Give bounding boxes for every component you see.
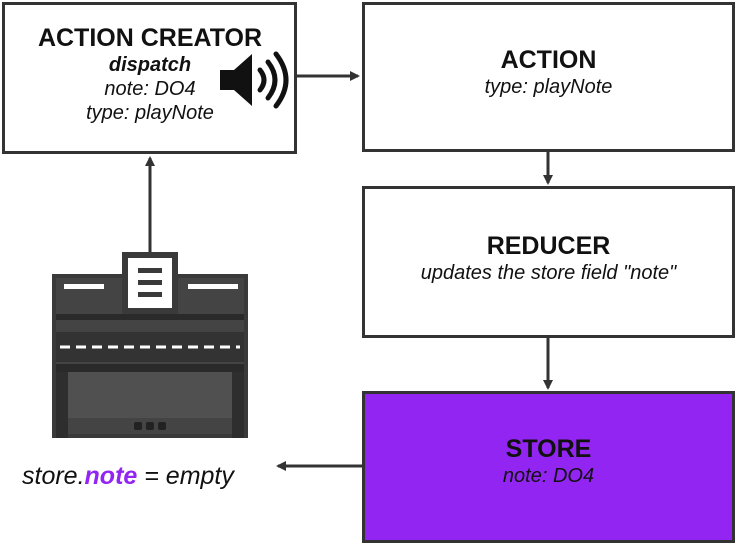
reducer-box: REDUCER updates the store field "note" [362,186,735,338]
action-creator-title: ACTION CREATOR [37,24,263,52]
store-title: STORE [505,435,592,463]
readout-suffix: = empty [137,462,234,490]
reducer-title: REDUCER [486,232,611,260]
action-creator-box: ACTION CREATOR dispatch note: DO4 type: … [2,2,297,154]
action-creator-note: note: DO4 [104,78,196,100]
store-note: note: DO4 [502,465,595,487]
store-note-readout: store.note = empty [22,462,234,491]
action-title: ACTION [500,46,597,74]
readout-prefix: store. [22,462,85,490]
action-creator-type: type: playNote [86,102,214,124]
speaker-icon [220,51,289,109]
readout-field: note [84,462,138,490]
action-box: ACTION type: playNote [362,2,735,152]
reducer-description: updates the store field "note" [420,262,677,284]
action-creator-dispatch: dispatch [108,54,192,76]
store-box: STORE note: DO4 [362,391,735,543]
action-type: type: playNote [484,76,613,98]
piano-icon [52,252,248,438]
